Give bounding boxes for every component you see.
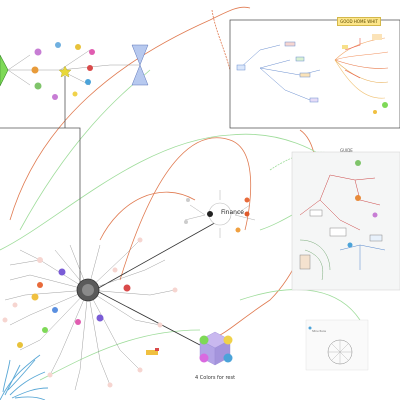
color-dot[interactable] — [223, 335, 233, 345]
orange-connector — [9, 6, 251, 221]
four-colors-cube[interactable] — [199, 331, 233, 366]
orange-connector — [211, 9, 231, 71]
bottom-right-card[interactable] — [305, 319, 369, 371]
mindmap-node[interactable] — [87, 65, 93, 71]
frame-legend: GUIDE — [340, 148, 353, 153]
gray-connector — [184, 190, 256, 238]
mindmap-node[interactable] — [34, 48, 42, 56]
mindmap-node[interactable] — [107, 382, 113, 388]
gray-connector — [94, 219, 221, 291]
frame-right-diagram — [334, 34, 389, 114]
mindmap-node[interactable] — [72, 91, 78, 97]
card-wheel-spokes — [328, 340, 352, 364]
mindmap-node[interactable] — [157, 322, 163, 328]
hourglass-icon — [131, 44, 149, 86]
mindmap-node[interactable] — [52, 307, 58, 313]
central-hub-mindmap[interactable] — [2, 237, 178, 391]
mindmap-node[interactable] — [85, 79, 91, 85]
mindmap-node[interactable] — [12, 302, 18, 308]
rating-bar — [155, 348, 159, 351]
mindmap-node[interactable] — [2, 317, 8, 323]
top-right-frame[interactable] — [229, 19, 400, 129]
green-connector — [39, 329, 201, 381]
mindmap-node[interactable] — [137, 367, 143, 373]
card-dot — [308, 326, 312, 330]
mindmap-node[interactable] — [55, 42, 61, 48]
mindmap-node[interactable] — [17, 342, 23, 348]
finance-dot — [184, 220, 188, 224]
gray-connector — [7, 49, 140, 86]
mindmap-node[interactable] — [75, 44, 81, 50]
gray-connector — [94, 289, 201, 346]
mindmap-node[interactable] — [137, 237, 143, 243]
mindmap-node[interactable] — [112, 267, 118, 273]
top-left-mindmap[interactable] — [0, 42, 149, 100]
palm-leaf-icon — [0, 354, 49, 400]
mindmap-node[interactable] — [34, 82, 42, 90]
frame-border — [229, 19, 400, 129]
mindmap-node[interactable] — [123, 284, 131, 292]
green-connector — [239, 289, 361, 321]
mindmap-node[interactable] — [96, 314, 104, 322]
frame-border — [291, 151, 400, 291]
color-dot[interactable] — [223, 353, 233, 363]
hub-inner — [82, 284, 94, 296]
green-connector — [0, 133, 341, 251]
card-border — [305, 319, 369, 371]
orange-connector — [99, 191, 196, 241]
mindmap-node[interactable] — [75, 319, 81, 325]
finance-label: Finance — [221, 209, 244, 216]
finance-dot — [235, 227, 241, 233]
color-dot[interactable] — [199, 353, 209, 363]
hub-spokes — [4, 239, 176, 391]
frame-left-diagram — [236, 41, 321, 103]
mindmap-node[interactable] — [52, 94, 58, 100]
middle-right-frame[interactable] — [291, 151, 400, 291]
color-dot[interactable] — [199, 335, 209, 345]
green-connector — [19, 69, 151, 231]
cube-caption: 4 Colors for rest — [195, 375, 236, 381]
mindmap-node[interactable] — [42, 327, 48, 333]
finance-dot — [244, 197, 250, 203]
finance-node[interactable] — [184, 190, 256, 238]
finance-dot — [207, 211, 213, 217]
mindmap-node[interactable] — [58, 268, 66, 276]
card-caption: Structure — [312, 329, 326, 333]
gray-connector — [0, 127, 81, 290]
finance-dot — [244, 211, 250, 217]
mindmap-node[interactable] — [31, 66, 39, 74]
mindmap-node[interactable] — [47, 372, 53, 378]
mindmap-node[interactable] — [172, 287, 178, 293]
mindmap-node[interactable] — [37, 257, 43, 263]
orange-connector — [119, 137, 252, 281]
rating-bar — [146, 350, 158, 355]
frame-diagram — [299, 160, 386, 281]
mindmap-node[interactable] — [89, 49, 95, 55]
green-diamond-icon — [0, 54, 9, 87]
mindmap-node[interactable] — [37, 282, 43, 288]
finance-dot — [186, 198, 190, 202]
frame-title: GOOD HOME WHIT BANK — [337, 17, 381, 26]
star-icon — [58, 65, 72, 78]
mindmap-node[interactable] — [31, 293, 39, 301]
